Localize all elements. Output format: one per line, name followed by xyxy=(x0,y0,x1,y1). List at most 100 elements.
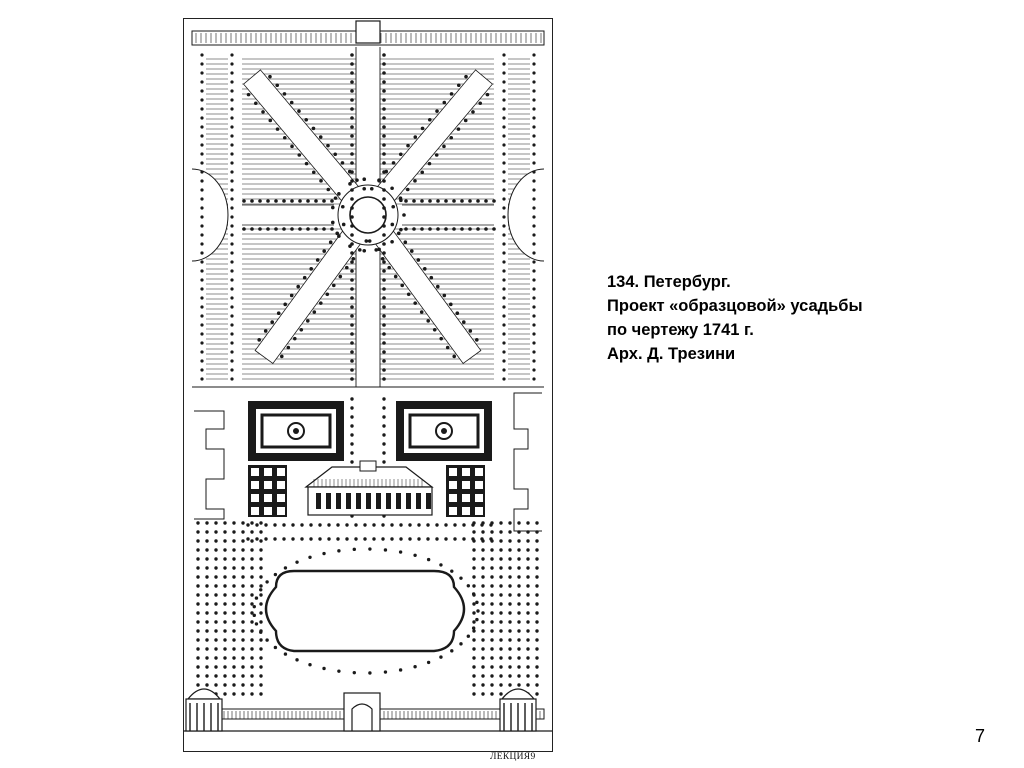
tree xyxy=(508,575,512,579)
tree xyxy=(526,575,530,579)
tree xyxy=(406,143,410,148)
buildings xyxy=(184,20,552,732)
tree xyxy=(490,575,494,579)
tree xyxy=(396,231,401,236)
tree xyxy=(426,537,430,541)
manor-house xyxy=(304,460,434,516)
grid-cell xyxy=(264,507,272,515)
tree xyxy=(205,629,209,633)
tree xyxy=(420,126,425,131)
tree xyxy=(535,629,539,633)
tree xyxy=(259,692,263,696)
tree xyxy=(526,647,530,651)
tree xyxy=(463,118,468,123)
tree xyxy=(250,683,254,687)
tree xyxy=(259,611,263,615)
tree xyxy=(230,197,234,201)
tree xyxy=(439,563,443,567)
tree xyxy=(502,125,506,129)
tree xyxy=(266,227,270,231)
tree xyxy=(382,143,386,147)
tree xyxy=(502,233,506,237)
lecture-label: ЛЕКЦИЯ9 xyxy=(490,752,536,762)
tree xyxy=(499,521,503,525)
grid-cell xyxy=(251,494,259,502)
tree xyxy=(526,674,530,678)
tree xyxy=(246,92,251,97)
tree xyxy=(230,278,234,282)
tree xyxy=(499,575,503,579)
tree xyxy=(419,310,424,314)
tree xyxy=(196,620,200,624)
tree xyxy=(532,89,536,93)
tree xyxy=(350,179,354,183)
tree xyxy=(350,260,354,264)
tree xyxy=(230,287,234,291)
tree xyxy=(328,240,333,245)
tree xyxy=(336,537,340,541)
tree xyxy=(409,249,414,253)
tree xyxy=(214,602,218,606)
tree xyxy=(205,620,209,624)
left-inner-path xyxy=(228,47,242,387)
tree xyxy=(241,647,245,651)
tree xyxy=(318,301,323,305)
tree xyxy=(535,593,539,597)
tree xyxy=(452,354,457,359)
tree xyxy=(535,638,539,642)
tree xyxy=(499,674,503,678)
tree xyxy=(502,143,506,147)
tree xyxy=(223,665,227,669)
tree xyxy=(223,638,227,642)
manor-window xyxy=(336,493,341,509)
tree xyxy=(502,260,506,264)
tree xyxy=(279,354,284,359)
tree xyxy=(390,239,394,244)
tree xyxy=(196,566,200,570)
tree xyxy=(417,523,421,527)
tree xyxy=(232,692,236,696)
tree xyxy=(200,62,204,66)
pavilion-left xyxy=(185,688,223,732)
tree xyxy=(526,539,530,543)
gate-arch xyxy=(351,703,373,731)
tree xyxy=(333,152,338,157)
tree xyxy=(382,53,386,57)
tree xyxy=(490,692,494,696)
tree xyxy=(502,71,506,75)
tree xyxy=(517,566,521,570)
parterre-right xyxy=(396,401,492,461)
tree xyxy=(490,665,494,669)
tree xyxy=(532,278,536,282)
tree xyxy=(295,560,299,564)
tree xyxy=(232,584,236,588)
tree xyxy=(466,584,471,588)
tree xyxy=(508,602,512,606)
tree xyxy=(250,521,254,525)
tree xyxy=(502,134,506,138)
tree xyxy=(230,98,234,102)
tree xyxy=(242,227,246,231)
tree xyxy=(205,557,209,561)
tree xyxy=(404,227,408,231)
tree xyxy=(499,602,503,606)
tree xyxy=(214,611,218,615)
tree xyxy=(200,278,204,282)
grid-cell xyxy=(449,494,457,502)
tree xyxy=(428,199,432,203)
grid-cell xyxy=(475,507,483,515)
tree xyxy=(526,629,530,633)
tree xyxy=(499,557,503,561)
grid-cell xyxy=(264,494,272,502)
tree xyxy=(250,557,254,561)
tree xyxy=(382,350,386,354)
tree xyxy=(502,341,506,345)
tree xyxy=(372,523,376,527)
tree xyxy=(502,89,506,93)
tree xyxy=(499,593,503,597)
tree xyxy=(241,638,245,642)
tree xyxy=(291,523,295,527)
tree xyxy=(382,278,386,282)
tree xyxy=(230,206,234,210)
tree xyxy=(532,314,536,318)
